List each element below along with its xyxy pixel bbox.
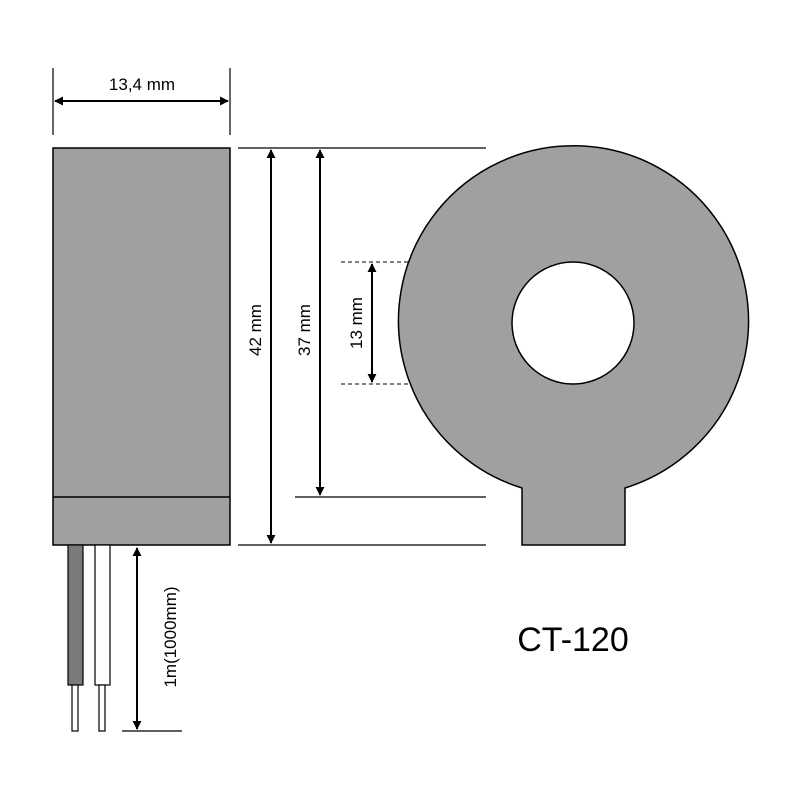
outer-height-label: 42 mm [246, 304, 265, 356]
sensor-body [52, 147, 231, 546]
lead-length-label: 1m(1000mm) [161, 586, 180, 687]
front-view [397, 145, 750, 546]
inner-diameter-label: 13 mm [347, 297, 366, 349]
side-view: 13,4 mm 1m(1000mm) [52, 68, 231, 732]
height-dimensions: 42 mm 37 mm 13 mm [238, 147, 520, 546]
lead-wire-dark [67, 544, 84, 686]
toroid-ring [397, 145, 750, 546]
model-label: CT-120 [517, 621, 629, 659]
width-dimension-label: 13,4 mm [109, 75, 175, 94]
lead-wire-light [94, 544, 111, 686]
lead-wire-light-tip [98, 684, 106, 732]
lead-wire-dark-tip [71, 684, 79, 732]
body-height-label: 37 mm [295, 304, 314, 356]
